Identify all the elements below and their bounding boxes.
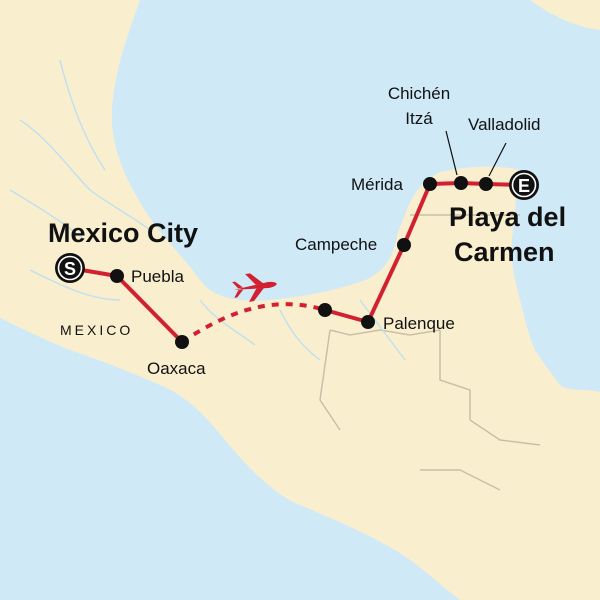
stop-dot-puebla[interactable]: [110, 269, 124, 283]
labels: Mexico City Puebla MEXICO Oaxaca Palenqu…: [48, 84, 566, 378]
stop-dot-oaxaca[interactable]: [175, 335, 189, 349]
label-chichen-line2: Itzá: [405, 109, 433, 128]
start-marker[interactable]: S: [55, 253, 85, 283]
airplane-icon: [232, 273, 277, 302]
label-campeche: Campeche: [295, 235, 377, 254]
stop-dot-campeche[interactable]: [397, 238, 411, 252]
label-palenque: Palenque: [383, 314, 455, 333]
end-marker[interactable]: E: [509, 170, 539, 200]
gulf-of-mexico: [119, 0, 600, 293]
country-borders: [319, 214, 541, 491]
stop-dot-flight-arrival[interactable]: [318, 303, 332, 317]
stop-dots: [110, 176, 493, 349]
start-marker-letter: S: [64, 259, 76, 279]
label-oaxaca: Oaxaca: [147, 359, 206, 378]
valladolid-leader-line: [488, 142, 507, 177]
label-playa-line2: Carmen: [454, 237, 555, 267]
label-puebla: Puebla: [131, 267, 184, 286]
end-marker-letter: E: [518, 176, 530, 196]
stop-dot-palenque[interactable]: [361, 315, 375, 329]
label-mexico-city: Mexico City: [48, 218, 198, 248]
stop-dot-chichen-itza[interactable]: [454, 176, 468, 190]
stop-dot-merida[interactable]: [423, 177, 437, 191]
route-segment-flight: [180, 302, 326, 344]
label-merida: Mérida: [351, 175, 404, 194]
rivers: [9, 59, 406, 361]
label-mexico-country: MEXICO: [60, 322, 133, 338]
stop-dot-valladolid[interactable]: [479, 177, 493, 191]
chichen-itza-leader-line: [445, 130, 458, 176]
caribbean-island: [530, 0, 600, 30]
label-valladolid: Valladolid: [468, 115, 540, 134]
label-chichen-line1: Chichén: [388, 84, 450, 103]
label-playa-line1: Playa del: [449, 202, 566, 232]
